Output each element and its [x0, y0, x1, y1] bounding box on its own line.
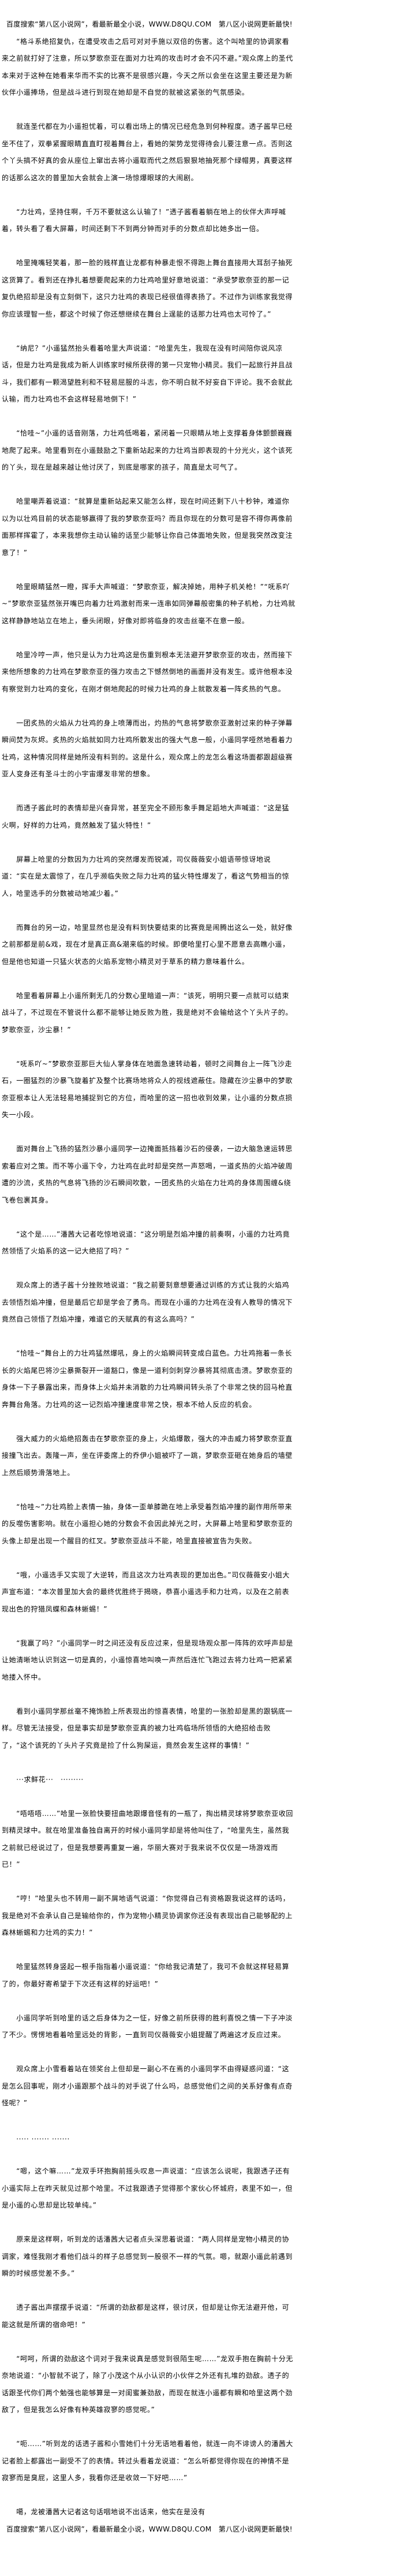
- paragraph: 哈里冷哼一声，他只是认为力壮鸡这是伤重到根本无法避开梦歌奈亚的攻击，然而接下来他…: [2, 650, 293, 693]
- paragraph: 强大威力的火焰绝招轰击在梦歌奈亚的身上，火焰爆散，强大的冲击威力将梦歌奈亚直接撞…: [2, 1434, 293, 1477]
- paragraph: “格斗系绝招复仇，在遭受攻击之后可对对手施以双倍的伤害。这个叫哈里的协调家看来之…: [2, 37, 293, 97]
- paragraph: ···求鲜花··· ·········: [16, 1775, 84, 1784]
- paragraph: 噶，龙被潘茜大记者这句话咽地说不出话来，他实在是没有: [16, 2508, 205, 2516]
- header-banner: 百度搜索“第八区小说网”，看最新最全小说，WWW.D8QU.COM 第八区小说网…: [6, 20, 293, 28]
- paragraph: 看到小遥同学那丝毫不掩饰脸上所表现出的惊喜表情，哈里的一张脸却是黑的跟锅底一样。…: [2, 1707, 293, 1749]
- paragraph: 哈里眼睛猛然一瞪，挥手大声喊道：“梦歌奈亚，解决掉她，用种子机关枪！”“呒系吖~…: [2, 582, 295, 625]
- paragraph: 而透子酱此时的表情却是兴奋异常，甚至完全不顾形象手舞足蹈地大声喊道：“这是猛火啊…: [2, 804, 290, 829]
- paragraph: “唔唔唔……”哈里一张脸快要扭曲地跟爆音怪有的一瓶了，掏出精灵球将梦歌奈亚收回到…: [2, 1809, 294, 1869]
- paragraph: “力壮鸡，坚持住啊，千万不要就这么认输了！”透子酱看着躺在地上的伙伴大声呼喊着，…: [2, 207, 286, 233]
- paragraph: “嗯，这个嘛……”龙双手环抱胸前摇头叹息一声说道：“应该怎么说呢，我跟透子还有小…: [2, 2167, 293, 2209]
- paragraph: 小遥同学听到哈里的话之后身体为之一怔，好像之前所获得的胜利喜悦之情一下子冲淡了不…: [2, 2013, 293, 2039]
- paragraph: 观众席上的透子酱十分挫败地说道：“我之前要刻意想要通过训练的方式让我的火焰鸡去领…: [2, 1281, 293, 1323]
- paragraph: 而舞台的另一边，哈里显然也是没有料到快要结束的比赛竟是闹腾出这么一处，就好像之前…: [2, 923, 293, 966]
- document-page: 百度搜索“第八区小说网”，看最新最全小说，WWW.D8QU.COM 第八区小说网…: [2, 20, 296, 2533]
- paragraph: 屏幕上哈里的分数因为力壮鸡的突然爆发而锐减，司仪薇薇安小姐语带惊讶地说道：“实在…: [2, 855, 290, 898]
- paragraph: “恰哇~”小遥的话音刚落，力壮鸡低喝着，紧闭着一只眼睛从地上支撑着身体颤颤巍巍地…: [2, 429, 293, 471]
- paragraph: ..... ....... .......: [16, 2133, 70, 2141]
- article-body: “格斗系绝招复仇，在遭受攻击之后可对对手施以双倍的伤害。这个叫哈里的协调家看来之…: [2, 33, 296, 2521]
- paragraph: 就连圣代都在为小遥担忧着，可以看出场上的情况已经危急到何种程度。透子酱早已经坐不…: [2, 122, 293, 182]
- paragraph: 一团炙热的火焰从力壮鸡的身上喷薄而出，灼热的气息将梦歌奈亚激射过来的种子弹幕瞬间…: [2, 719, 293, 779]
- paragraph: “纳尼？”小遥猛然抬头看着哈里大声说道：“哈里先生，我现在没有时间陪你说风凉话，…: [2, 344, 293, 404]
- paragraph: 哈里猛然转身竖起一根手指指着小遥说道：“你给我记清楚了，我可不会就这样轻易算了的…: [2, 1963, 290, 1988]
- paragraph: 透子酱出声摆摆手说道：“所谓的劲敌都是这样，很讨厌，但却是让你无法避开他，可能这…: [2, 2303, 290, 2329]
- paragraph: 哈里掩嘴轻笑着，那一脸的贱样直让龙都有种暴走恨不得跑上舞台直接用大耳刮子抽死这货…: [2, 259, 293, 318]
- paragraph: “恰哇~”力壮鸡脸上表情一抽，身体一歪单膝跪在地上承受着烈焰冲撞的副作用所带来的…: [2, 1502, 293, 1545]
- paragraph: “哦，小遥选手又实现了大逆转，而且这次力壮鸡表现的更加出色。”司仪薇薇安小姐大声…: [2, 1570, 290, 1613]
- paragraph: “这个是……”潘茜大记者吃惊地说道：“这分明是烈焰冲撞的前奏啊，小遥的力壮鸡竟然…: [2, 1230, 290, 1256]
- footer-banner: 百度搜索“第八区小说网”，看最新最全小说，WWW.D8QU.COM 第八区小说网…: [6, 2525, 293, 2533]
- paragraph: “我赢了吗？”小遥同学一时之间还没有反应过来，但是现场观众那一阵阵的欢呼声却是让…: [2, 1639, 294, 1681]
- paragraph: 观众席上小雪看着站在领奖台上但却是一副心不在焉的小遥同学不由得疑惑问道：“这是怎…: [2, 2065, 293, 2107]
- paragraph: “呵呵，所谓的劲敌这个词对于我来说真是感觉到很陌生呢……”龙双手抱在胸前十分无奈…: [2, 2354, 294, 2414]
- paragraph: 哈里看着屏幕上小遥所剩无几的分数心里暗道一声：“该死，明明只要一点就可以结束战斗…: [2, 991, 293, 1034]
- paragraph: 哈里嘲弄着说道：“就算是重新站起来又能怎么样，现在时间还剩下八十秒钟，难道你以为…: [2, 497, 293, 557]
- paragraph: 原来是这样啊，听到龙的话潘茜大记者点头深思着说道：“两人同样是宠物小精灵的协调家…: [2, 2235, 293, 2277]
- paragraph: 面对舞台上飞扬的猛烈沙暴小遥同学一边掩面抵挡着沙石的侵袭，一边大脑急速运转思索着…: [2, 1145, 293, 1204]
- paragraph: “恰哇~”舞台上的力壮鸡猛然爆吼，身上的火焰瞬间转变成白蓝色。力壮鸡拖着一条长长…: [2, 1349, 293, 1409]
- paragraph: “呃……”听到龙的话透子酱和小雪她们十分无语地看着他，就连一向不诽谤人的潘茜大记…: [2, 2440, 294, 2482]
- paragraph: “哼！”哈里头也不转用一副不屑地语气说道：“你觉得自己有资格跟我说这样的话吗，我…: [2, 1894, 293, 1937]
- paragraph: “呒系吖~”梦歌奈亚那巨大仙人掌身体在地面急速转动着，顿时之间舞台上一阵飞沙走石…: [2, 1059, 293, 1119]
